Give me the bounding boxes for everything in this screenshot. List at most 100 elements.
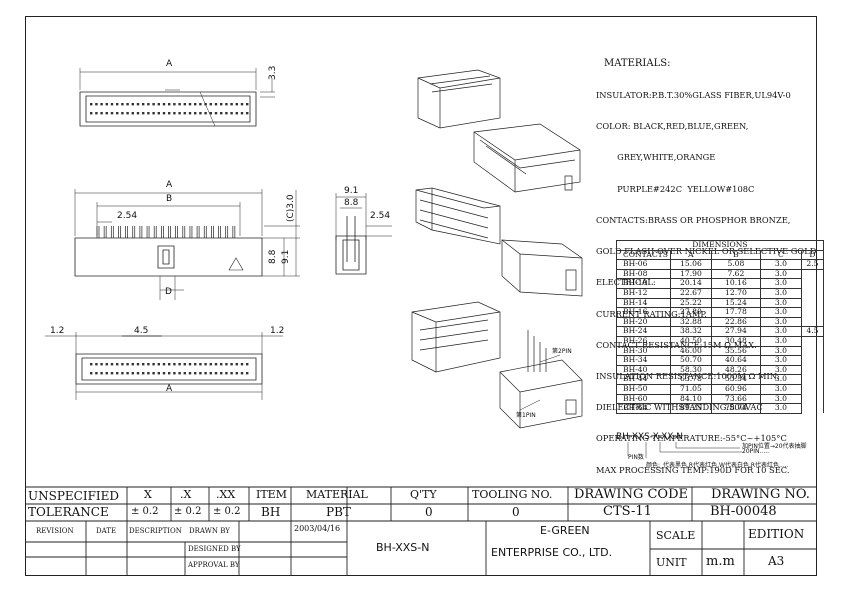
pin	[118, 226, 121, 238]
unit-head: UNIT	[656, 556, 687, 569]
pin-dot	[178, 372, 181, 375]
pin-dot	[246, 112, 249, 115]
pin-dot	[100, 363, 103, 366]
pin-dot	[121, 112, 124, 115]
pin-dot	[173, 103, 176, 106]
pin-dot	[183, 103, 186, 106]
pin-dot	[188, 103, 192, 106]
pin	[182, 226, 186, 238]
pin-dot	[220, 112, 223, 115]
pin-dot	[183, 372, 186, 375]
cell-c: 3.0	[759, 307, 802, 318]
cell-contacts: BH-12	[616, 287, 671, 299]
part-code-leaders	[627, 442, 742, 458]
cell-c: 3.0	[759, 383, 802, 395]
pin-dot	[147, 112, 150, 115]
cell-b: 12.70	[710, 287, 761, 299]
cell-contacts: BH-24	[616, 326, 671, 337]
pin-dot	[168, 112, 171, 115]
cell-b: 5.08	[710, 259, 761, 270]
cell-b: 27.94	[710, 326, 761, 337]
pin	[153, 226, 157, 238]
pin-dot	[147, 363, 150, 366]
pin-dot	[90, 372, 93, 375]
cell-d	[800, 307, 824, 318]
unit-value: m.m	[706, 554, 735, 569]
dim-4-5: 4.5	[134, 326, 149, 336]
pin-dot	[235, 103, 238, 106]
designed-by-head: DESIGNED BY	[188, 545, 241, 553]
pin-dot	[178, 103, 181, 106]
part-number: BH-XXS-N	[376, 541, 430, 554]
pin-dot	[209, 372, 212, 375]
pin-dot	[194, 103, 197, 106]
pin-dot	[100, 372, 103, 375]
pin-dot	[240, 112, 244, 115]
approval-by-head: APPROVAL BY	[188, 561, 240, 569]
cell-d	[800, 365, 824, 375]
cell-b: 17.78	[710, 307, 761, 318]
pin-dot	[199, 112, 202, 115]
pin-dot	[136, 112, 140, 115]
dim-b-side: B	[166, 194, 173, 204]
pin-dot	[235, 372, 238, 375]
qty-head: Q'TY	[410, 488, 437, 501]
cell-contacts: BH-50	[616, 383, 671, 395]
pin-dot	[225, 372, 228, 375]
description-head: DESCRIPTION	[129, 527, 182, 535]
pin-dot	[121, 372, 124, 375]
pin-dot	[126, 372, 129, 375]
dim-1-2-left: 1.2	[50, 326, 65, 336]
part-code-note-1: 加PIN位置→20代表抽脚	[742, 443, 807, 450]
materials-line: GREY,WHITE,ORANGE	[596, 152, 716, 163]
pin-dot	[95, 372, 98, 375]
pin-dot	[168, 372, 171, 375]
pin-dot	[162, 112, 166, 115]
pin-dot	[230, 112, 233, 115]
dim-end-8-8: 8.8	[344, 198, 359, 208]
cell-b: 60.96	[710, 383, 761, 395]
cell-b: 30.48	[710, 335, 761, 347]
cell-c: 3.0	[759, 287, 802, 299]
drawing-no-value: BH-00048	[710, 504, 777, 519]
cell-b: 53.34	[710, 374, 761, 385]
pin-dot	[131, 372, 134, 375]
pin-dot	[162, 363, 166, 366]
pin-dot	[100, 112, 103, 115]
pin-dot	[142, 112, 145, 115]
iso-view-1	[417, 69, 581, 193]
pin-dot	[209, 363, 212, 366]
drawing-code-head: DRAWING CODE	[574, 487, 688, 502]
pin-dot	[162, 103, 166, 106]
cell-d	[800, 288, 824, 299]
pin-dot	[131, 103, 134, 106]
pin-dot	[235, 363, 238, 366]
pin-dot	[199, 363, 202, 366]
top-view	[79, 68, 275, 127]
cell-contacts: BH-64	[616, 403, 671, 414]
pin-dot	[105, 363, 108, 366]
pin-dot	[225, 112, 228, 115]
tooling-head: TOOLING NO.	[472, 488, 553, 501]
scale-head: SCALE	[656, 529, 696, 542]
tol-x1-head: .X	[180, 488, 192, 501]
cell-a: 50.70	[669, 355, 712, 366]
cell-a: 63.78	[669, 374, 712, 385]
cell-c: 3.0	[759, 335, 802, 347]
pin	[161, 226, 164, 238]
cell-a: 22.67	[669, 287, 712, 299]
pin-dot	[105, 112, 108, 115]
pin-dot	[214, 112, 218, 115]
pin-dot	[188, 372, 192, 375]
pin-dot	[95, 363, 98, 366]
pin	[103, 226, 107, 238]
pin	[146, 226, 150, 238]
cell-a: 40.50	[669, 335, 712, 347]
company-line-2: ENTERPRISE CO., LTD.	[491, 546, 613, 559]
pin-dot	[246, 103, 249, 106]
title-block-grid	[26, 486, 816, 576]
